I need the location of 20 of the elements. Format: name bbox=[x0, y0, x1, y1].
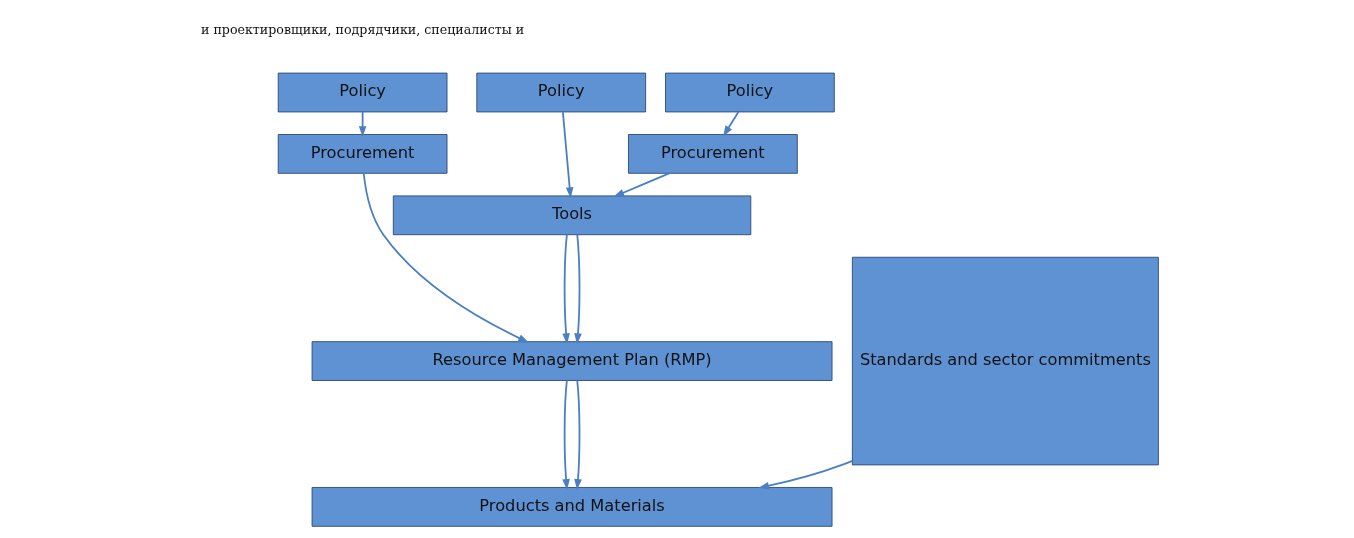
arrow bbox=[562, 111, 574, 199]
arrow bbox=[574, 233, 582, 345]
node-box: Standards and sector commitments bbox=[851, 256, 1159, 466]
arrow bbox=[574, 379, 582, 490]
arrow bbox=[358, 111, 367, 137]
arrow bbox=[613, 172, 670, 197]
node-box: Policy bbox=[476, 72, 647, 113]
node-box: Policy bbox=[665, 72, 835, 113]
arrow bbox=[362, 172, 529, 343]
label: и проектировщики, подрядчики, специалисты и bbox=[200, 22, 525, 38]
node-box: Resource Management Plan (RMP) bbox=[311, 341, 833, 381]
node-box: Procurement bbox=[628, 134, 798, 174]
arrow bbox=[562, 379, 570, 490]
arrow bbox=[723, 111, 740, 137]
node-box: Policy bbox=[277, 72, 448, 113]
arrow bbox=[562, 233, 570, 345]
arrow bbox=[758, 459, 854, 490]
node-box: Tools bbox=[392, 195, 752, 236]
node-box: Products and Materials bbox=[311, 487, 833, 527]
node-box: Procurement bbox=[277, 134, 448, 174]
